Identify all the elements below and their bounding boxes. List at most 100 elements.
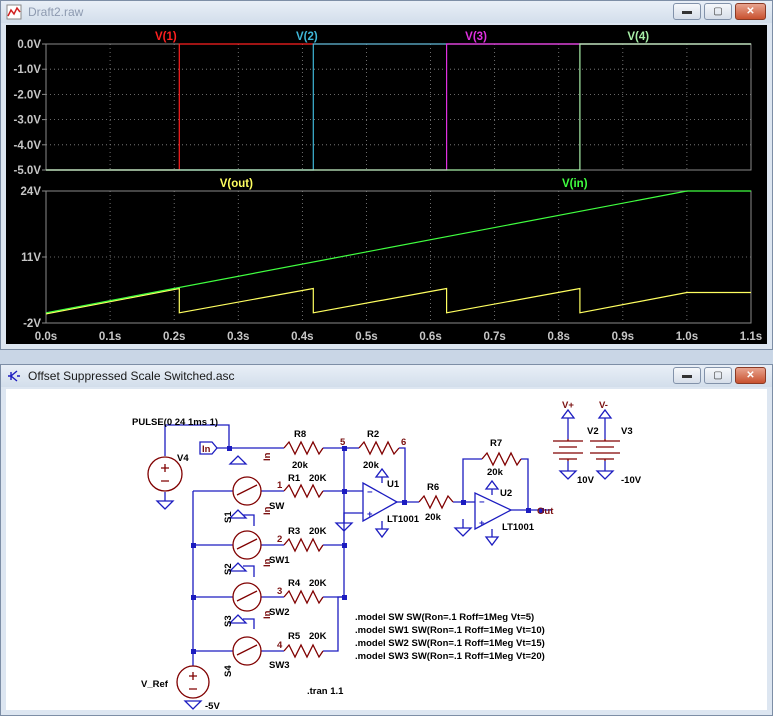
x-tick-label: 0.5s (355, 331, 377, 343)
opamp-u1[interactable]: − + (362, 481, 399, 523)
schematic-labels: PULSE(0 24 1ms 1) V4 V_Ref -5V R8 20k R2… (132, 400, 642, 710)
svg-text:SW2: SW2 (269, 607, 290, 618)
y-tick-label: 11V (21, 252, 41, 264)
svg-text:20k: 20k (425, 512, 442, 523)
trace-v4[interactable] (46, 43, 751, 171)
junction-dots (191, 446, 544, 654)
x-tick-label: 0.3s (227, 331, 249, 343)
y-tick-label: -1.0V (14, 64, 42, 76)
trace-label[interactable]: V(3) (465, 31, 487, 43)
schematic-window[interactable]: Offset Suppressed Scale Switched.asc ▬ ▢… (0, 364, 773, 716)
svg-text:R1: R1 (288, 473, 301, 484)
opamp-u2[interactable]: − + (474, 491, 513, 531)
switches[interactable] (232, 476, 262, 666)
trace-label[interactable]: V(in) (562, 178, 588, 190)
svg-text:6: 6 (401, 437, 406, 448)
svg-text:S2: S2 (223, 563, 234, 575)
x-tick-label: 1.1s (740, 331, 762, 343)
y-tick-label: -3.0V (14, 115, 42, 127)
svg-text:In: In (262, 506, 273, 515)
waveform-plots[interactable]: 0.0V-1.0V-2.0V-3.0V-4.0V-5.0VV(1)V(2)V(3… (6, 25, 767, 344)
schematic-titlebar[interactable]: Offset Suppressed Scale Switched.asc ▬ ▢… (1, 365, 772, 387)
port-in[interactable]: In (199, 441, 218, 455)
source-v3[interactable] (590, 439, 620, 461)
svg-text:SW3: SW3 (269, 660, 290, 671)
svg-text:20k: 20k (487, 467, 504, 478)
trace-label[interactable]: V(2) (296, 31, 318, 43)
schematic-window-title: Offset Suppressed Scale Switched.asc (28, 369, 235, 383)
resistor-r5 (283, 643, 324, 659)
switch-s2 (232, 530, 262, 560)
plot-frame (45, 43, 752, 171)
trace-label[interactable]: V(out) (220, 178, 253, 190)
y-tick-label: -2.0V (14, 89, 42, 101)
svg-text:−: − (367, 487, 373, 498)
svg-text:V4: V4 (177, 453, 189, 464)
source-v4[interactable] (147, 456, 183, 492)
trace-v1[interactable] (46, 43, 751, 171)
maximize-button[interactable]: ▢ (704, 367, 732, 384)
waveform-titlebar[interactable]: Draft2.raw ▬ ▢ ✕ (1, 1, 772, 23)
schematic-drawing[interactable]: − + − + (6, 389, 767, 710)
svg-text:S4: S4 (223, 665, 234, 677)
svg-text:20K: 20K (309, 578, 327, 589)
svg-text:V-: V- (599, 400, 608, 411)
ground-symbols (155, 408, 615, 710)
y-tick-label: -4.0V (14, 140, 42, 152)
svg-text:R6: R6 (427, 482, 439, 493)
x-tick-label: 0.6s (419, 331, 441, 343)
waveform-window[interactable]: Draft2.raw ▬ ▢ ✕ 0.0V -1.0V -2.0V -3.0V -4.0… (0, 0, 773, 350)
x-tick-label: 0.0s (35, 331, 57, 343)
svg-text:U1: U1 (387, 479, 400, 490)
x-tick-label: 0.4s (291, 331, 313, 343)
svg-text:V3: V3 (621, 426, 633, 437)
y-tick-label: 0.0V (17, 39, 41, 51)
tran-directive: .tran 1.1 (307, 686, 344, 697)
svg-text:4: 4 (277, 640, 283, 651)
svg-text:In: In (262, 558, 273, 567)
schematic-canvas[interactable]: − + − + (6, 389, 767, 710)
trace-v3[interactable] (46, 43, 751, 171)
trace-vin[interactable] (45, 190, 751, 314)
svg-text:Out: Out (537, 506, 554, 517)
minimize-button[interactable]: ▬ (673, 367, 701, 384)
maximize-button[interactable]: ▢ (704, 3, 732, 20)
svg-text:+: + (479, 518, 485, 529)
svg-text:R5: R5 (288, 631, 301, 642)
x-tick-label: 1.0s (676, 331, 698, 343)
trace-label[interactable]: V(4) (627, 31, 649, 43)
svg-text:R4: R4 (288, 578, 301, 589)
y-tick-label: 24V (21, 186, 42, 198)
svg-text:In: In (202, 444, 211, 455)
svg-text:R8: R8 (294, 429, 306, 440)
waveform-chart-icon (6, 4, 22, 20)
svg-text:SW1: SW1 (269, 555, 290, 566)
top-plot[interactable]: 0.0V-1.0V-2.0V-3.0V-4.0V-5.0VV(1)V(2)V(3… (14, 31, 752, 177)
svg-text:LT1001: LT1001 (387, 514, 420, 525)
port-out[interactable]: Out (537, 506, 554, 517)
x-tick-label: 0.2s (163, 331, 185, 343)
model-line: .model SW SW(Ron=.1 Roff=1Meg Vt=5) (355, 612, 534, 623)
svg-text:In: In (262, 452, 273, 461)
svg-text:SW: SW (269, 501, 284, 512)
svg-text:-10V: -10V (621, 475, 642, 486)
trace-v2[interactable] (46, 43, 751, 171)
close-button[interactable]: ✕ (735, 367, 766, 384)
trace-label[interactable]: V(1) (155, 31, 177, 43)
svg-text:1: 1 (277, 480, 283, 491)
y-tick-label: -2V (23, 318, 41, 330)
x-tick-label: 0.9s (612, 331, 634, 343)
waveform-window-title: Draft2.raw (28, 5, 84, 19)
source-v-ref[interactable] (176, 665, 210, 699)
trace-vout[interactable] (45, 287, 751, 315)
svg-text:V2: V2 (587, 426, 599, 437)
resistors[interactable] (283, 440, 522, 659)
source-v2[interactable] (553, 439, 583, 461)
minimize-button[interactable]: ▬ (673, 3, 701, 20)
close-button[interactable]: ✕ (735, 3, 766, 20)
x-tick-label: 0.7s (483, 331, 505, 343)
switch-s1 (232, 476, 262, 506)
x-tick-label: 0.1s (99, 331, 121, 343)
